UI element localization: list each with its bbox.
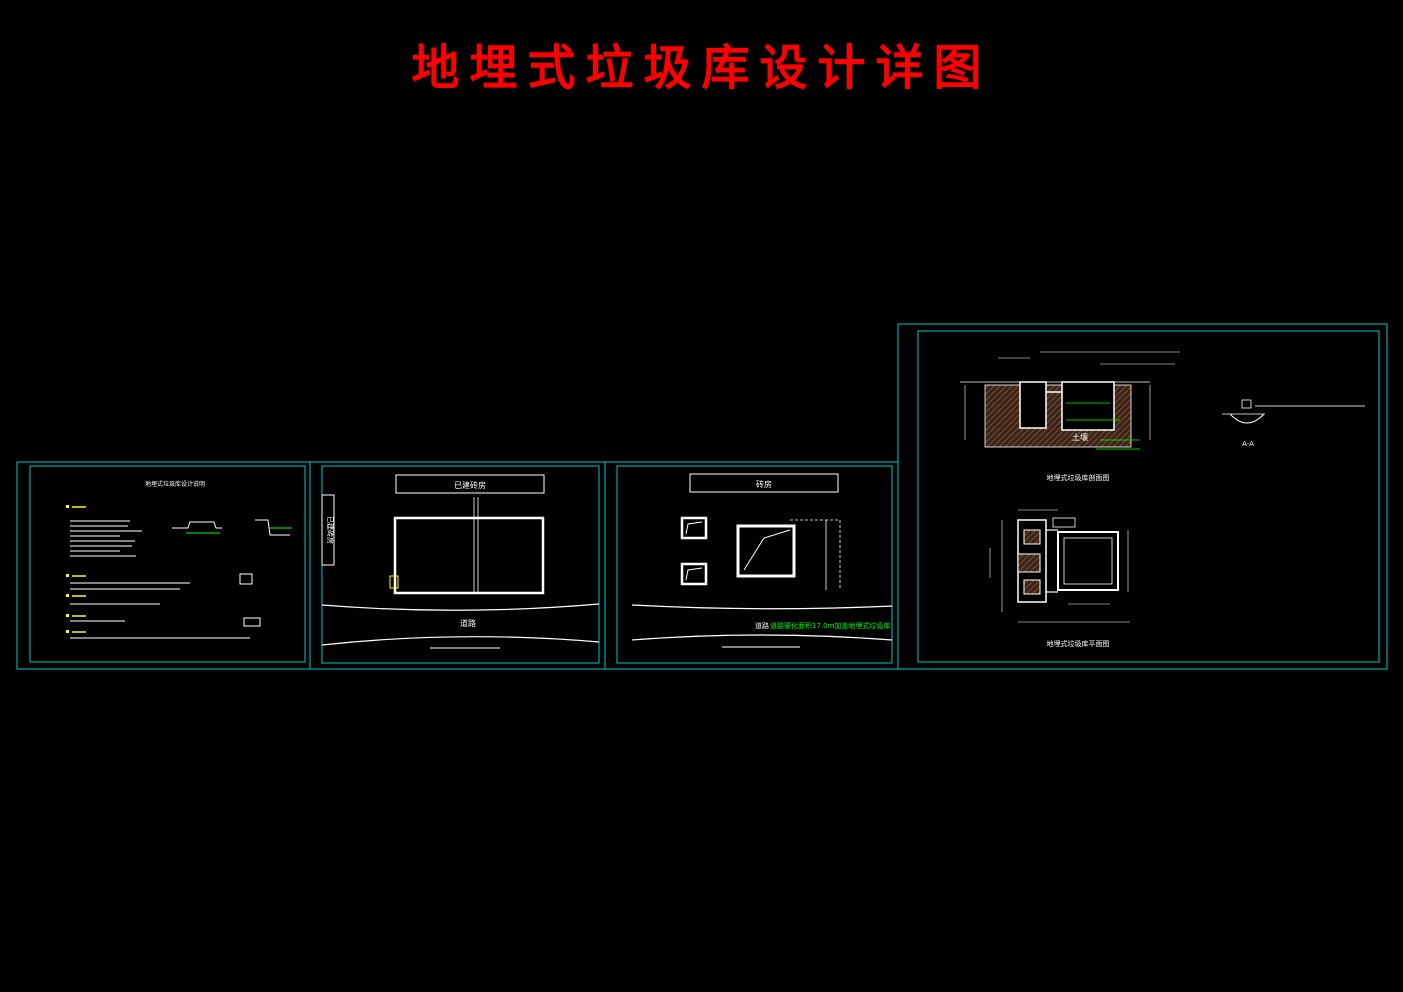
plan-drawing <box>989 509 1130 623</box>
notes-section-headings <box>72 506 86 633</box>
section-drawing: 土壤 地埋式垃圾库剖面图 <box>960 351 1180 482</box>
road-label: 道路 <box>460 618 476 628</box>
plan-dimension-lines <box>989 509 1130 623</box>
brick-building <box>689 473 839 493</box>
notes-heading: 地埋式垃圾库设计说明 <box>145 480 205 488</box>
road-edge <box>631 604 893 610</box>
section-mark: A-A <box>1222 399 1365 448</box>
dimension-lines <box>964 351 1180 440</box>
callout-lines <box>1066 402 1140 450</box>
pit-right <box>1061 381 1115 431</box>
sheet-inner-frame <box>917 330 1380 663</box>
plan-title: 地埋式垃圾库平面图 <box>1047 639 1110 648</box>
existing-building-top <box>395 474 545 494</box>
building-top-label: 已建砖房 <box>454 480 486 490</box>
waste-bins <box>680 516 796 586</box>
plan-pit-inner <box>1063 537 1113 585</box>
entry-marker <box>389 575 399 589</box>
plan-pit <box>1057 531 1119 591</box>
leader-line <box>790 519 841 590</box>
soil-label: 土壤 <box>1072 432 1088 442</box>
road-label: 道路 <box>755 621 769 630</box>
sheet-inner-frame <box>29 465 306 663</box>
road-edge <box>321 636 600 646</box>
sheet-inner-frame <box>321 465 600 664</box>
building-top-label: 砖房 <box>756 479 772 489</box>
section-title: 地埋式垃圾库剖面图 <box>1047 473 1110 482</box>
note-bullet <box>66 505 69 508</box>
sheet-site-plan-a: 已建砖房 已建砖房 道路 <box>309 461 606 670</box>
note-bullet <box>66 630 69 633</box>
notes-text-lines <box>70 520 250 639</box>
road-note: 道路硬化面积17.0m加盖地埋式垃圾库 <box>770 621 890 630</box>
road-edge <box>321 603 600 611</box>
sheet-outer-frame <box>897 323 1388 670</box>
sheet-notes: 地埋式垃圾库设计说明 <box>16 461 311 670</box>
notes-detail-sketches <box>172 519 292 627</box>
road-edge <box>631 634 893 641</box>
section-mark-label: A-A <box>1242 440 1254 448</box>
building-left-label: 已建砖房 <box>326 516 335 544</box>
drawing-title: 地埋式垃圾库设计详图 <box>411 40 992 96</box>
sheet-details: 土壤 地埋式垃圾库剖面图 A-A <box>897 323 1388 670</box>
note-bullet <box>66 574 69 577</box>
existing-building-left <box>321 494 335 566</box>
waste-site-outline <box>393 516 545 595</box>
note-bullet <box>66 594 69 597</box>
notes-sections <box>66 505 69 633</box>
note-bullet <box>66 614 69 617</box>
sheet-inner-frame <box>616 465 893 664</box>
pit-left <box>1019 381 1047 429</box>
sheet-site-plan-b: 砖房 道路 道路硬化面积17.0m加盖地埋式垃圾库 <box>604 461 899 670</box>
